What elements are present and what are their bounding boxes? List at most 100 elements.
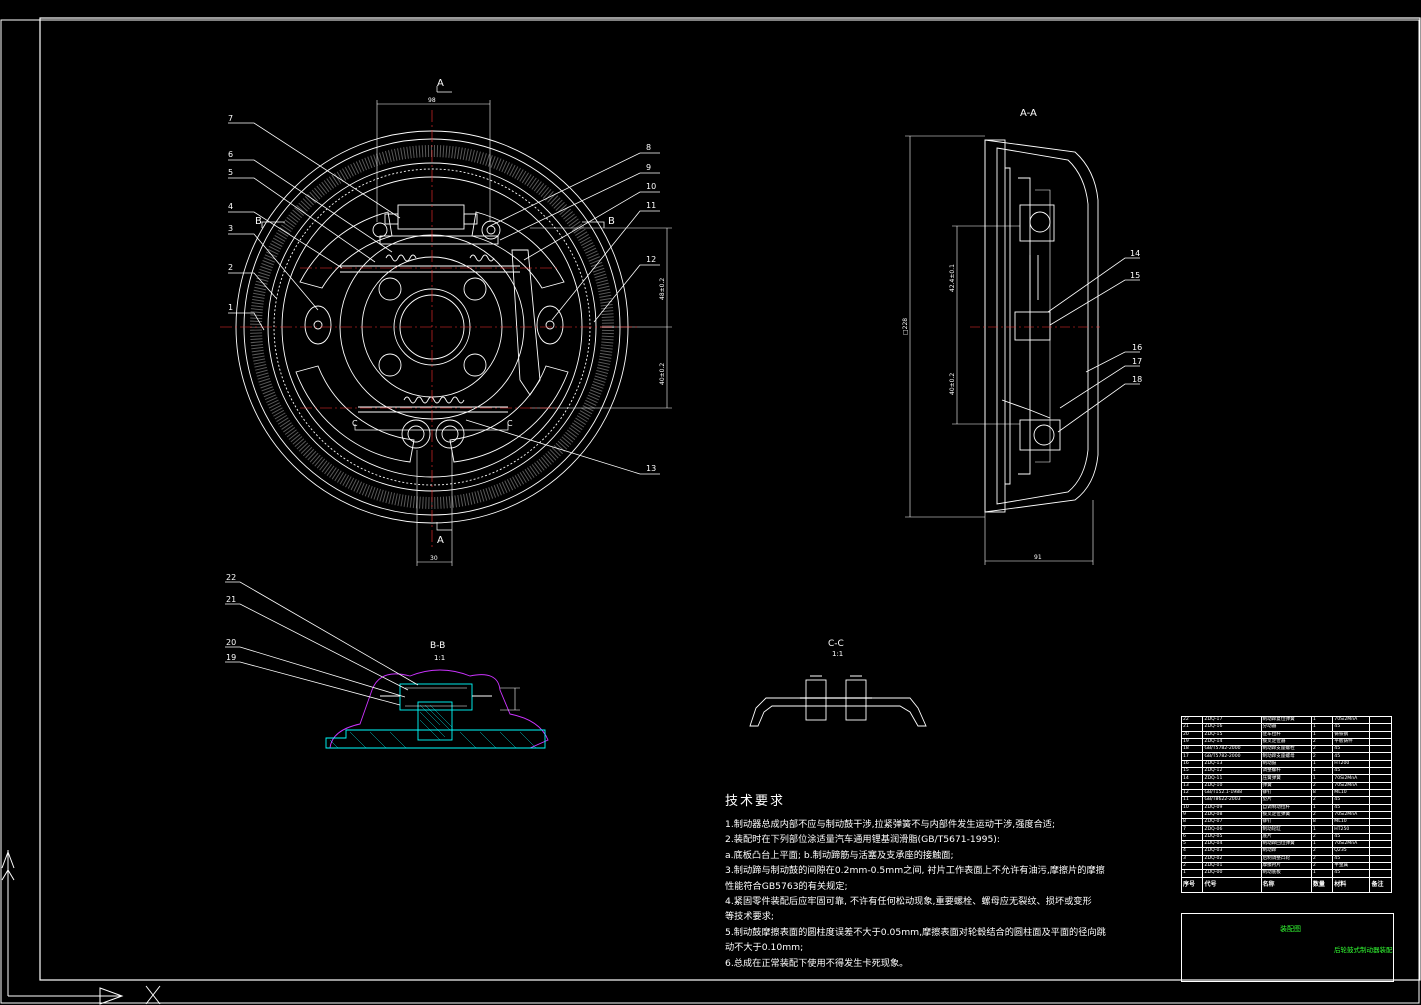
section-aa-view xyxy=(905,135,1099,565)
callout-6: 6 xyxy=(228,150,233,159)
callout-8: 8 xyxy=(646,143,651,152)
bom-cell: 70Si2MnA xyxy=(1332,774,1371,783)
bom-cell: 4 xyxy=(1180,847,1204,856)
section-aa-dim-width: 91 xyxy=(1034,554,1042,561)
bom-cell: 45 xyxy=(1332,832,1371,842)
section-mark-c-right: C xyxy=(507,419,513,428)
section-mark-a-top: A xyxy=(437,78,444,89)
bom-cell: ZDQ-02 xyxy=(1202,854,1262,863)
bom-cell: ZDQ-08 xyxy=(1202,810,1262,820)
bom-cell: 1 xyxy=(1180,869,1204,878)
callout-18: 18 xyxy=(1132,375,1142,384)
bom-cell: ZDQ-14 xyxy=(1202,737,1262,747)
callout-22: 22 xyxy=(226,573,236,582)
bom-cell: 70Si2MnA xyxy=(1332,810,1371,820)
bom-cell xyxy=(1369,810,1392,820)
bom-cell: 8 xyxy=(1310,788,1334,798)
bom-cell xyxy=(1369,847,1392,856)
section-aa-texts: A-A □228 42.4±0.1 40±0.2 91 14 15 16 17 … xyxy=(902,108,1142,561)
bom-cell: HT200 xyxy=(1332,759,1371,769)
section-cc-title: C-C xyxy=(828,639,844,649)
callout-17: 17 xyxy=(1132,357,1142,366)
bom-cell: 1 xyxy=(1310,723,1334,732)
bom-cell: ZDQ-05 xyxy=(1202,832,1262,842)
bom-cell: 11 xyxy=(1180,796,1204,805)
callout-3: 3 xyxy=(228,224,233,233)
bom-cell: 铆钉 xyxy=(1260,818,1312,827)
section-mark-b-left: B xyxy=(255,216,262,227)
bom-cell: 调整螺杆 xyxy=(1260,767,1312,776)
bom-cell: 1 xyxy=(1310,869,1334,878)
bom-cell xyxy=(1369,723,1392,732)
section-bb-view xyxy=(325,669,549,749)
bom-header-cell: 备注 xyxy=(1369,876,1392,893)
section-mark-b-right: B xyxy=(608,216,615,227)
bom-cell: 10 xyxy=(1180,803,1204,812)
bom-cell: 19 xyxy=(1180,737,1204,747)
callout-7: 7 xyxy=(228,114,233,123)
ucs-icon xyxy=(1,850,161,1005)
bom-cell: 拔叉定位弹簧 xyxy=(1260,810,1312,820)
tech-requirements: 技术要求 1.制动器总成内部不应与制动鼓干涉,拉紧弹簧不与内部件发生运动干涉,强… xyxy=(725,790,1155,971)
bom-cell xyxy=(1369,818,1392,827)
bom-cell: 18 xyxy=(1180,745,1204,754)
bom-cell: 45 xyxy=(1332,752,1371,761)
bom-header-cell: 名称 xyxy=(1260,876,1312,893)
bom-cell: 1 xyxy=(1310,767,1334,776)
bom-header-cell: 代号 xyxy=(1202,876,1262,893)
bom-cell xyxy=(1369,774,1392,783)
tech-line-3: a.底板凸台上平面; b.制动蹄筋与活塞及支承座的接触面; xyxy=(725,849,954,861)
bom-cell: 70Si2MnA xyxy=(1332,840,1371,849)
section-cc-view xyxy=(749,675,927,727)
bom-header-row: 序号 代号 名称 数量 材料 备注 xyxy=(1180,876,1392,893)
bom-cell: 驻车拉杆 xyxy=(1260,730,1312,739)
bom-cell: 20 xyxy=(1180,730,1204,739)
bom-cell: 17 xyxy=(1180,752,1204,761)
bom-cell: ZDQ-06 xyxy=(1202,825,1262,834)
section-aa-dim-height: □228 xyxy=(902,318,909,335)
bom-cell: 16 xyxy=(1180,759,1204,769)
bom-cell: 13 xyxy=(1180,781,1204,790)
bom-cell: 制动蹄复位弹簧 xyxy=(1260,715,1312,725)
tech-requirements-title: 技术要求 xyxy=(725,794,786,809)
bom-cell xyxy=(1369,730,1392,739)
section-cc-texts: C-C 1:1 xyxy=(828,639,844,658)
bom-cell: 分动器 xyxy=(1260,723,1312,732)
callout-21: 21 xyxy=(226,595,236,604)
bom-cell: 1 xyxy=(1310,730,1334,739)
bom-cell xyxy=(1369,715,1392,725)
dim-top: 98 xyxy=(428,97,436,104)
callout-12: 12 xyxy=(646,255,656,264)
bom-cell xyxy=(1369,861,1392,871)
bom-cell: 2 xyxy=(1310,832,1334,842)
drawing-name: 装配图 xyxy=(1280,925,1301,933)
section-aa-leaders xyxy=(1047,257,1140,433)
inner-border xyxy=(39,17,1421,981)
tech-line-1: 1.制动器总成内部不应与制动鼓干涉,拉紧弹簧不与内部件发生运动干涉,强度合适; xyxy=(725,819,1056,830)
bom-cell: 70Si2MnA xyxy=(1332,715,1371,725)
section-bb-texts: B-B 1:1 22 21 20 19 xyxy=(226,573,445,662)
callout-1: 1 xyxy=(228,303,233,312)
bom-cell: 14 xyxy=(1180,774,1204,783)
callout-5: 5 xyxy=(228,168,233,177)
section-bb-scale: 1:1 xyxy=(434,654,445,662)
drawing-project: 后轮鼓式制动器装配 xyxy=(1334,946,1393,954)
tech-line-10: 6.总成在正常装配下使用不得发生卡死现象。 xyxy=(725,957,909,969)
bom-cell: 底片 xyxy=(1260,832,1312,842)
bom-cell: GB/T5782-2000 xyxy=(1202,745,1262,754)
bom-cell: 1 xyxy=(1310,774,1334,783)
bom-cell: 2 xyxy=(1310,737,1334,747)
